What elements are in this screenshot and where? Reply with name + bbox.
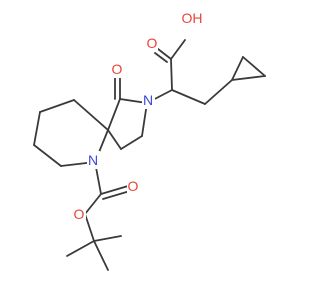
lactam-carbonyl-oxygen-label: O [112, 61, 123, 77]
bond-boc-c-to-ester-o [84, 193, 102, 215]
carboxylic-acid-group [154, 39, 186, 91]
bond-tbu-to-me2 [93, 240, 109, 271]
piperidine-nitrogen-label: N [88, 152, 98, 168]
atom-labels: OH O O N N O O [73, 9, 204, 223]
bond-cooh-c-to-oh [170, 39, 186, 60]
label-bg-hydroxyl [181, 9, 204, 27]
bond-cooh-c-to-alpha [170, 58, 173, 91]
bond-ring-c1-to-c2 [39, 99, 75, 113]
bond-cyclopropyl-a [231, 56, 244, 81]
label-bg-ester-o [73, 205, 86, 223]
label-bg-lactam-o [110, 60, 123, 78]
bond-ch2-to-cyclopropyl [204, 79, 233, 105]
lactam-ring [107, 77, 173, 150]
molecule-structure: OH O O N N O O [33, 9, 266, 271]
bond-alpha-to-ch2 [171, 89, 206, 105]
bond-ch2-to-ch2 [120, 135, 143, 150]
bond-tbu-to-me1 [66, 240, 95, 257]
bond-ester-o-to-tbu [84, 213, 95, 242]
label-bg-boc-o [127, 177, 140, 195]
boc-carbonyl-oxygen-label: O [128, 178, 139, 194]
bond-carbonyl-c-to-spiro [107, 98, 121, 131]
hydroxyl-label: OH [182, 10, 203, 26]
bond-tbu-to-me3 [93, 235, 122, 242]
bond-cooh-c-double-o-a [157, 48, 172, 60]
label-bg-lactam-n [142, 91, 155, 109]
bond-boc-c-double-o-a [100, 185, 129, 195]
acid-carbonyl-oxygen-label: O [147, 35, 158, 51]
bond-cooh-c-double-o-b [154, 52, 168, 63]
bond-ring-c2-to-c3 [33, 111, 41, 146]
bond-ring-c3-to-c4 [33, 144, 62, 167]
bond-cyclopropyl-b [242, 56, 266, 77]
lactam-nitrogen-label: N [143, 92, 153, 108]
bond-spiro-to-ring-c1 [73, 99, 109, 131]
bond-cyclopropyl-c [231, 75, 266, 81]
cyclopropylmethyl-group [171, 56, 266, 105]
label-bg-piperidine-n [87, 151, 100, 169]
bond-boc-c-double-o-b [102, 190, 131, 200]
bond-ch2-to-spiro [107, 129, 122, 150]
boc-ester-oxygen-label: O [74, 206, 85, 222]
label-bg-acid-o [146, 34, 158, 52]
